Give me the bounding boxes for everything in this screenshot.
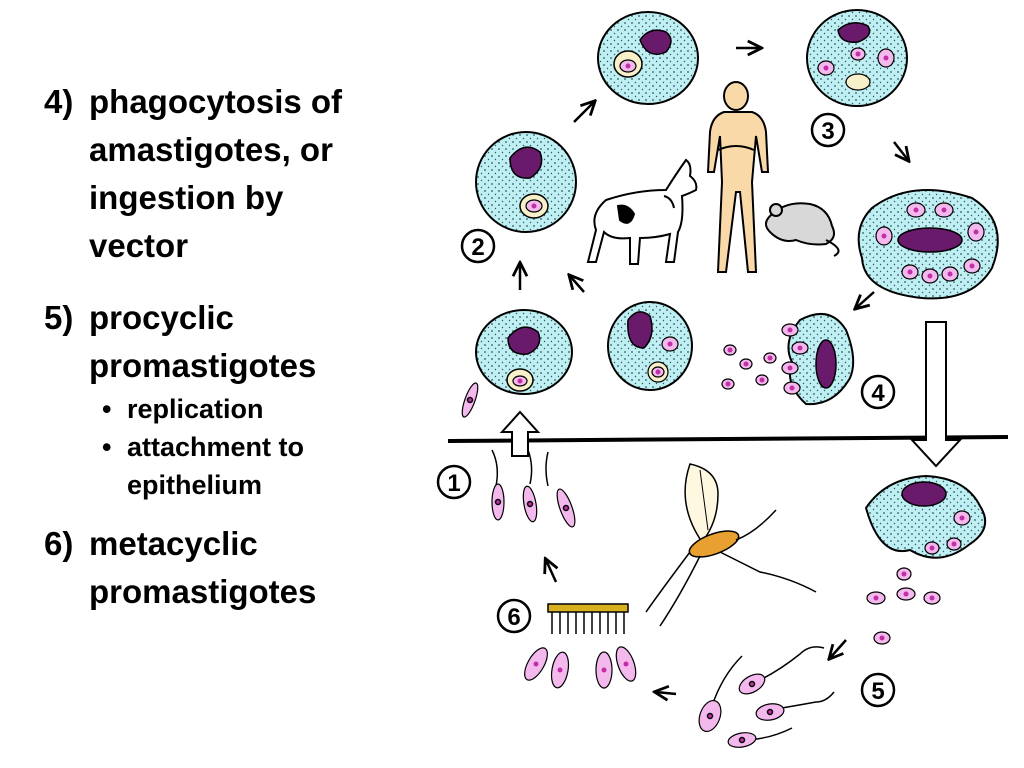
- macrophage-middle: [607, 301, 693, 391]
- macrophage-phagocytosis: [475, 309, 573, 395]
- parasite-nucleus-dot: [969, 263, 975, 269]
- bullet-replication: replication: [102, 390, 424, 428]
- parasite-nucleus-dot: [623, 661, 629, 667]
- macrophage-top: [597, 11, 699, 105]
- sandfly-vector-icon: [645, 463, 817, 627]
- leishmania-life-cycle-diagram: 1 2 3 4 5 6: [436, 9, 1009, 748]
- stage-label-3: 3: [821, 118, 834, 145]
- human-host-icon: [706, 81, 770, 273]
- parasite-nucleus-dot: [706, 712, 714, 720]
- ingestion-arrow-icon: [909, 321, 963, 468]
- stage-badge-3: 3: [810, 112, 846, 148]
- step-5: 5) procyclic promastigotes replication a…: [44, 294, 424, 504]
- parasite-nucleus-dot: [531, 203, 537, 209]
- rodent-host-icon: [765, 202, 840, 257]
- parasite-nucleus-dot: [947, 271, 953, 277]
- amastigotes-released: [866, 567, 941, 645]
- parasite-nucleus-dot: [526, 500, 534, 508]
- parasite-nucleus-dot: [929, 545, 935, 551]
- parasite-nucleus-dot: [959, 515, 965, 521]
- stage-label-1: 1: [447, 470, 460, 497]
- parasite-nucleus-dot: [601, 667, 607, 673]
- parasite-nucleus-dot: [667, 341, 673, 347]
- parasite-nucleus-dot: [655, 369, 661, 375]
- macrophage-in-vector: [864, 474, 987, 559]
- cycle-arrows: [520, 48, 908, 694]
- midgut-epithelium: [524, 603, 637, 689]
- step-4-line-4: vector: [89, 227, 189, 264]
- metacyclic-promastigotes: [461, 382, 576, 528]
- parasite-nucleus-dot: [517, 378, 523, 384]
- parasite-nucleus-dot: [743, 361, 749, 367]
- stage-badge-5: 5: [860, 672, 896, 708]
- stage-badge-2: 2: [460, 228, 496, 264]
- step-6: 6) metacyclic promastigotes: [44, 520, 424, 616]
- step-5-bullets: replication attachment to epithelium: [44, 390, 424, 504]
- bullet-attachment: attachment to epithelium: [102, 428, 424, 504]
- stage-label-6: 6: [507, 604, 520, 631]
- injection-arrow-icon: [499, 410, 541, 457]
- step-4-line-2: amastigotes, or: [89, 131, 333, 168]
- parasite-nucleus-dot: [557, 667, 563, 673]
- parasite-nucleus-dot: [855, 51, 861, 57]
- step-4-line-1: phagocytosis of: [89, 83, 343, 120]
- parasite-nucleus-dot: [797, 345, 803, 351]
- parasite-nucleus-dot: [907, 269, 913, 275]
- step-6-line-2: promastigotes: [89, 573, 317, 610]
- parasite-nucleus-dot: [562, 504, 570, 512]
- step-4: 4) phagocytosis of amastigotes, or inges…: [44, 78, 424, 270]
- macrophage-stage-2: [475, 131, 577, 233]
- parasite-nucleus-dot: [823, 65, 829, 71]
- parasite-nucleus-dot: [903, 591, 909, 597]
- parasite-nucleus-dot: [973, 229, 979, 235]
- stage-label-5: 5: [871, 678, 884, 705]
- host-vector-divider: [447, 435, 1009, 443]
- dog-host-icon: [586, 158, 698, 265]
- parasite-nucleus-dot: [929, 595, 935, 601]
- parasite-nucleus-dot: [767, 355, 773, 361]
- parasite-nucleus-dot: [789, 385, 795, 391]
- step-6-number: 6): [44, 525, 74, 562]
- macrophage-stage-3: [806, 9, 908, 107]
- parasite-nucleus-dot: [879, 635, 885, 641]
- parasite-nucleus-dot: [787, 327, 793, 333]
- step-6-line-1: metacyclic: [89, 525, 258, 562]
- parasite-nucleus-dot: [881, 233, 887, 239]
- parasite-nucleus-dot: [941, 207, 947, 213]
- parasite-nucleus-dot: [787, 365, 793, 371]
- parasite-nucleus-dot: [725, 381, 731, 387]
- procyclic-promastigotes: [698, 646, 835, 748]
- stage-label-4: 4: [871, 380, 885, 407]
- parasite-nucleus-dot: [727, 347, 733, 353]
- parasite-nucleus-dot: [759, 377, 765, 383]
- parasite-nucleus-dot: [766, 708, 774, 716]
- parasite-nucleus-dot: [901, 571, 907, 577]
- step-4-line-3: ingestion by: [89, 179, 284, 216]
- parasite-nucleus-dot: [738, 736, 746, 744]
- parasite-nucleus-dot: [927, 273, 933, 279]
- parasite-nucleus-dot: [913, 207, 919, 213]
- life-cycle-text-panel: 4) phagocytosis of amastigotes, or inges…: [44, 78, 424, 616]
- step-5-number: 5): [44, 299, 74, 336]
- parasite-nucleus-dot: [466, 396, 474, 404]
- stage-label-2: 2: [471, 234, 484, 261]
- step-5-line-2: promastigotes: [89, 347, 317, 384]
- stage-badge-4: 4: [860, 374, 896, 410]
- step-4-number: 4): [44, 83, 74, 120]
- parasite-nucleus-dot: [873, 595, 879, 601]
- parasite-nucleus-dot: [625, 63, 631, 69]
- macrophage-full: [857, 189, 999, 300]
- macrophage-rupturing: [721, 312, 855, 406]
- stage-badge-1: 1: [436, 464, 472, 500]
- parasite-nucleus-dot: [951, 541, 957, 547]
- stage-badge-6: 6: [496, 598, 532, 634]
- parasite-nucleus-dot: [494, 498, 502, 506]
- parasite-nucleus-dot: [883, 55, 889, 61]
- step-5-line-1: procyclic: [89, 299, 234, 336]
- parasite-nucleus-dot: [748, 680, 756, 688]
- parasite-nucleus-dot: [533, 661, 539, 667]
